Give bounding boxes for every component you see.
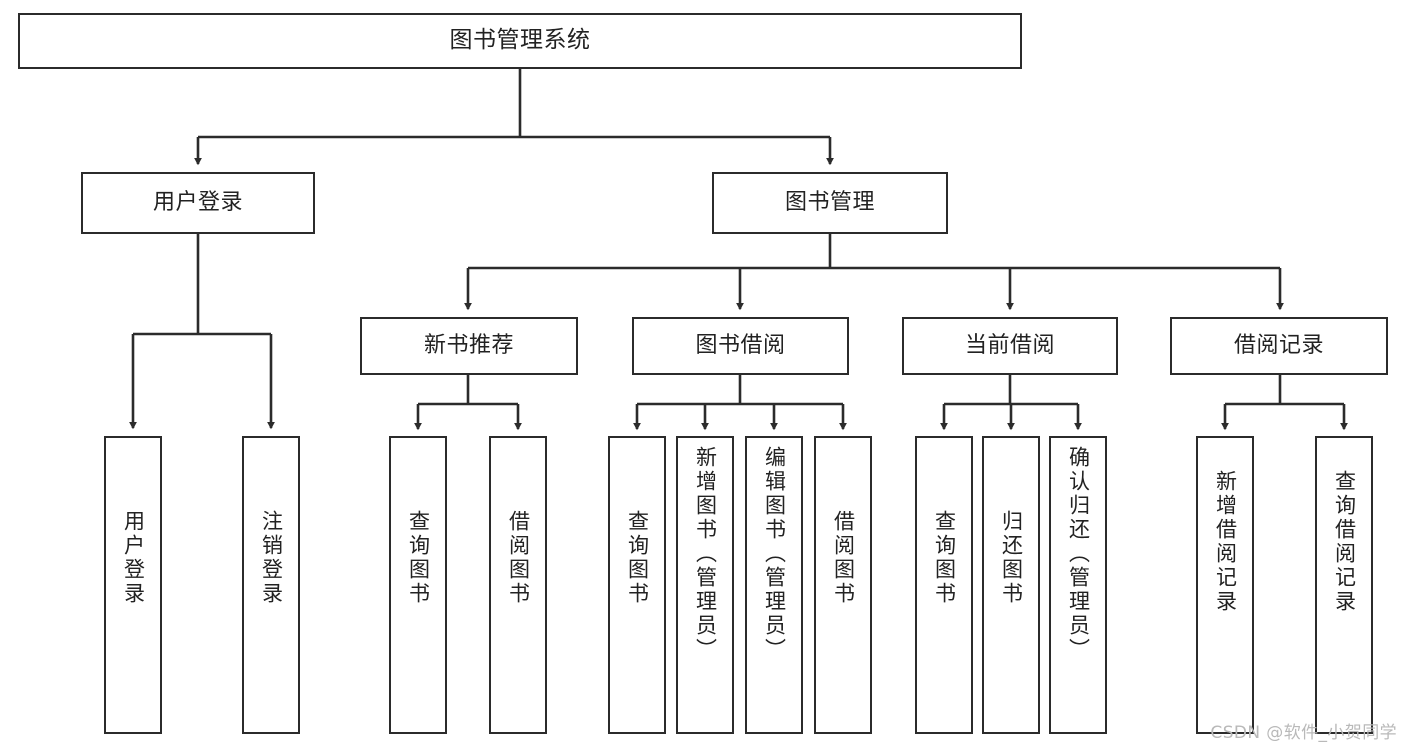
node-label: 用户登录 [152, 190, 243, 216]
leaf-current-borrow-return[interactable]: 归还图书 [982, 436, 1040, 734]
leaf-book-borrow-borrow[interactable]: 借阅图书 [814, 436, 872, 734]
node-new-book-recommend[interactable]: 新书推荐 [360, 317, 578, 375]
node-label: 图书管理系统 [449, 27, 591, 54]
node-user-login[interactable]: 用户登录 [81, 172, 315, 234]
leaf-user-login-login[interactable]: 用户登录 [104, 436, 162, 734]
node-label: 确认归还（管理员） [1066, 446, 1091, 662]
node-label: 新书推荐 [423, 333, 514, 359]
user-login-to-leaves-connectors [129, 234, 275, 430]
node-label: 借阅记录 [1233, 333, 1324, 359]
node-book-management[interactable]: 图书管理 [712, 172, 948, 234]
node-label: 注销登录 [259, 510, 284, 606]
leaf-borrow-record-add[interactable]: 新增借阅记录 [1196, 436, 1254, 734]
node-label: 归还图书 [999, 510, 1024, 606]
leaf-book-borrow-query[interactable]: 查询图书 [608, 436, 666, 734]
node-label: 编辑图书（管理员） [762, 446, 787, 662]
node-label: 新增图书（管理员） [693, 446, 718, 662]
leaf-borrow-record-query[interactable]: 查询借阅记录 [1315, 436, 1373, 734]
node-label: 新增借阅记录 [1213, 470, 1238, 614]
node-label: 图书管理 [784, 190, 875, 216]
node-label: 查询图书 [406, 510, 431, 606]
node-label: 借阅图书 [831, 510, 856, 606]
borrow-record-to-leaves-connectors [1221, 375, 1348, 431]
node-borrow-record[interactable]: 借阅记录 [1170, 317, 1388, 375]
leaf-new-book-borrow[interactable]: 借阅图书 [489, 436, 547, 734]
leaf-user-login-logout[interactable]: 注销登录 [242, 436, 300, 734]
leaf-current-borrow-query[interactable]: 查询图书 [915, 436, 973, 734]
leaf-book-borrow-edit[interactable]: 编辑图书（管理员） [745, 436, 803, 734]
book-borrow-to-leaves-connectors [633, 375, 847, 431]
node-label: 借阅图书 [506, 510, 531, 606]
node-label: 查询图书 [625, 510, 650, 606]
node-root-system[interactable]: 图书管理系统 [18, 13, 1022, 69]
node-current-borrow[interactable]: 当前借阅 [902, 317, 1118, 375]
node-label: 当前借阅 [964, 333, 1055, 359]
new-book-to-leaves-connectors [414, 375, 522, 431]
node-label: 查询借阅记录 [1332, 470, 1357, 614]
node-book-borrow[interactable]: 图书借阅 [632, 317, 849, 375]
book-manage-to-level3-connectors [464, 234, 1284, 311]
leaf-new-book-query[interactable]: 查询图书 [389, 436, 447, 734]
current-borrow-to-leaves-connectors [940, 375, 1082, 431]
csdn-watermark: CSDN @软件_小贺同学 [1210, 723, 1397, 743]
node-label: 用户登录 [121, 510, 146, 606]
leaf-current-borrow-confirm[interactable]: 确认归还（管理员） [1049, 436, 1107, 734]
node-label: 图书借阅 [695, 333, 786, 359]
root-to-level2-connectors [194, 69, 834, 166]
leaf-book-borrow-add[interactable]: 新增图书（管理员） [676, 436, 734, 734]
node-label: 查询图书 [932, 510, 957, 606]
